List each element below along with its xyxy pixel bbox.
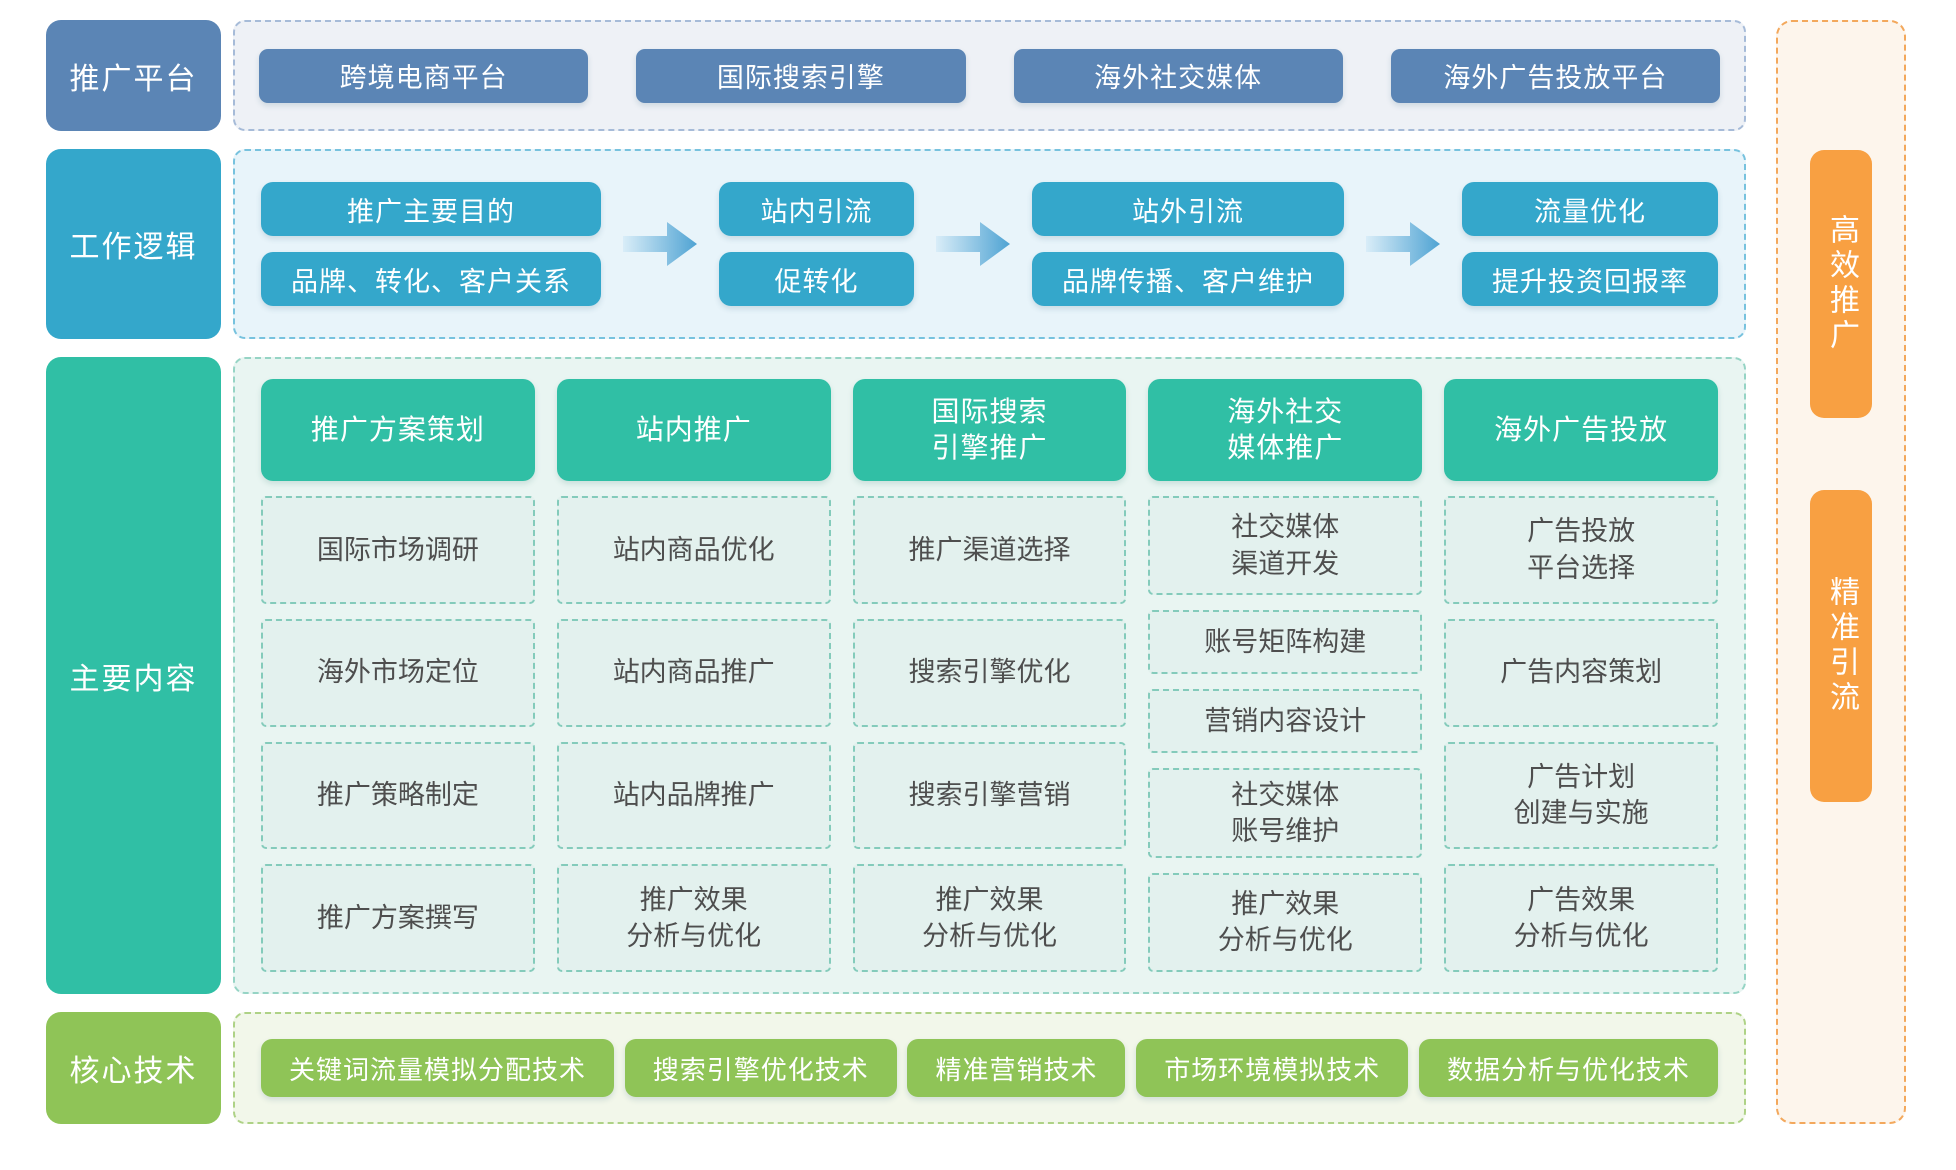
row-content-panel: 推广方案策划 国际市场调研 海外市场定位 推广策略制定 推广方案撰写 站内推广 … (233, 357, 1746, 994)
tech-item: 数据分析与优化技术 (1418, 1039, 1718, 1097)
content-cell: 海外市场定位 (261, 618, 535, 727)
badge-precise-traffic: 精准引流 (1810, 490, 1872, 802)
content-cell: 社交媒体 账号维护 (1148, 768, 1423, 858)
logic-step-bottom: 品牌传播、客户维护 (1032, 252, 1344, 306)
platform-item: 国际搜索引擎 (636, 48, 966, 103)
badge-efficient-promotion: 高效推广 (1810, 150, 1872, 418)
tech-item: 搜索引擎优化技术 (624, 1039, 897, 1097)
content-cell: 搜索引擎营销 (852, 741, 1127, 850)
row-logic-header: 工作逻辑 (46, 149, 221, 339)
content-cell: 站内商品推广 (556, 618, 831, 727)
logic-step-top: 站内引流 (719, 182, 914, 236)
content-cell: 国际市场调研 (261, 496, 535, 604)
content-column-header: 海外广告投放 (1444, 379, 1718, 481)
platform-item: 海外社交媒体 (1013, 48, 1343, 103)
row-logic: 工作逻辑 推广主要目的 品牌、转化、客户关系 站内引 (46, 149, 1746, 339)
content-column-plan: 推广方案策划 国际市场调研 海外市场定位 推广策略制定 推广方案撰写 (261, 379, 535, 972)
logic-step-bottom: 提升投资回报率 (1462, 252, 1718, 306)
content-column-items: 站内商品优化 站内商品推广 站内品牌推广 推广效果 分析与优化 (556, 496, 831, 972)
row-platform-panel: 跨境电商平台 国际搜索引擎 海外社交媒体 海外广告投放平台 (233, 20, 1746, 131)
row-tech-panel: 关键词流量模拟分配技术 搜索引擎优化技术 精准营销技术 市场环境模拟技术 数据分… (233, 1012, 1746, 1124)
platform-item: 跨境电商平台 (259, 48, 589, 103)
content-cell: 广告投放 平台选择 (1444, 496, 1718, 604)
content-column-onsite: 站内推广 站内商品优化 站内商品推广 站内品牌推广 推广效果 分析与优化 (556, 379, 831, 972)
diagram-main: 推广平台 跨境电商平台 国际搜索引擎 海外社交媒体 海外广告投放平台 工作逻辑 … (46, 20, 1746, 1124)
content-cell: 推广效果 分析与优化 (1148, 872, 1423, 972)
content-column-header: 海外社交 媒体推广 (1148, 379, 1423, 481)
content-cell: 广告内容策划 (1444, 618, 1718, 727)
content-cell: 推广效果 分析与优化 (556, 864, 831, 972)
content-cell: 推广策略制定 (261, 741, 535, 850)
content-column-items: 广告投放 平台选择 广告内容策划 广告计划 创建与实施 广告效果 分析与优化 (1444, 496, 1718, 972)
content-column-items: 国际市场调研 海外市场定位 推广策略制定 推广方案撰写 (261, 496, 535, 972)
content-column-items: 推广渠道选择 搜索引擎优化 搜索引擎营销 推广效果 分析与优化 (852, 496, 1127, 972)
flow-arrow-icon (936, 222, 1010, 266)
content-cell: 推广方案撰写 (261, 864, 535, 972)
flow-arrow-icon (623, 222, 697, 266)
logic-step-bottom: 品牌、转化、客户关系 (261, 252, 601, 306)
content-cell: 推广效果 分析与优化 (852, 864, 1127, 972)
row-content: 主要内容 推广方案策划 国际市场调研 海外市场定位 推广策略制定 推广方案撰写 … (46, 357, 1746, 994)
logic-step: 推广主要目的 品牌、转化、客户关系 (261, 182, 601, 306)
content-column-header: 站内推广 (556, 379, 831, 481)
platform-item: 海外广告投放平台 (1390, 48, 1720, 103)
logic-step: 流量优化 提升投资回报率 (1462, 182, 1718, 306)
content-cell: 站内品牌推广 (556, 741, 831, 850)
content-column-ads: 海外广告投放 广告投放 平台选择 广告内容策划 广告计划 创建与实施 广告效果 … (1444, 379, 1718, 972)
logic-step: 站内引流 促转化 (719, 182, 914, 306)
side-goals-panel: 高效推广 精准引流 (1776, 20, 1906, 1124)
content-column-header: 推广方案策划 (261, 379, 535, 481)
promotion-system-diagram: 推广平台 跨境电商平台 国际搜索引擎 海外社交媒体 海外广告投放平台 工作逻辑 … (46, 20, 1906, 1124)
tech-item: 关键词流量模拟分配技术 (261, 1039, 615, 1097)
row-content-header: 主要内容 (46, 357, 221, 994)
content-cell: 站内商品优化 (556, 496, 831, 604)
row-tech-header: 核心技术 (46, 1012, 221, 1124)
content-cell: 账号矩阵构建 (1148, 610, 1423, 675)
content-cell: 推广渠道选择 (852, 496, 1127, 604)
logic-step-top: 推广主要目的 (261, 182, 601, 236)
flow-arrow-icon (1366, 222, 1440, 266)
content-cell: 广告效果 分析与优化 (1444, 864, 1718, 972)
logic-step-top: 流量优化 (1462, 182, 1718, 236)
row-platform-header: 推广平台 (46, 20, 221, 131)
content-column-header: 国际搜索 引擎推广 (852, 379, 1127, 481)
content-cell: 社交媒体 渠道开发 (1148, 496, 1423, 596)
tech-item: 精准营销技术 (907, 1039, 1126, 1097)
content-column-social: 海外社交 媒体推广 社交媒体 渠道开发 账号矩阵构建 营销内容设计 社交媒体 账… (1148, 379, 1423, 972)
row-logic-panel: 推广主要目的 品牌、转化、客户关系 站内引流 促转化 (233, 149, 1746, 339)
content-column-items: 社交媒体 渠道开发 账号矩阵构建 营销内容设计 社交媒体 账号维护 推广效果 分… (1148, 496, 1423, 972)
content-cell: 搜索引擎优化 (852, 618, 1127, 727)
logic-step-top: 站外引流 (1032, 182, 1344, 236)
content-column-search: 国际搜索 引擎推广 推广渠道选择 搜索引擎优化 搜索引擎营销 推广效果 分析与优… (852, 379, 1127, 972)
logic-step-bottom: 促转化 (719, 252, 914, 306)
content-cell: 广告计划 创建与实施 (1444, 741, 1718, 850)
tech-item: 市场环境模拟技术 (1136, 1039, 1409, 1097)
row-tech: 核心技术 关键词流量模拟分配技术 搜索引擎优化技术 精准营销技术 市场环境模拟技… (46, 1012, 1746, 1124)
logic-step: 站外引流 品牌传播、客户维护 (1032, 182, 1344, 306)
row-platform: 推广平台 跨境电商平台 国际搜索引擎 海外社交媒体 海外广告投放平台 (46, 20, 1746, 131)
content-cell: 营销内容设计 (1148, 689, 1423, 754)
